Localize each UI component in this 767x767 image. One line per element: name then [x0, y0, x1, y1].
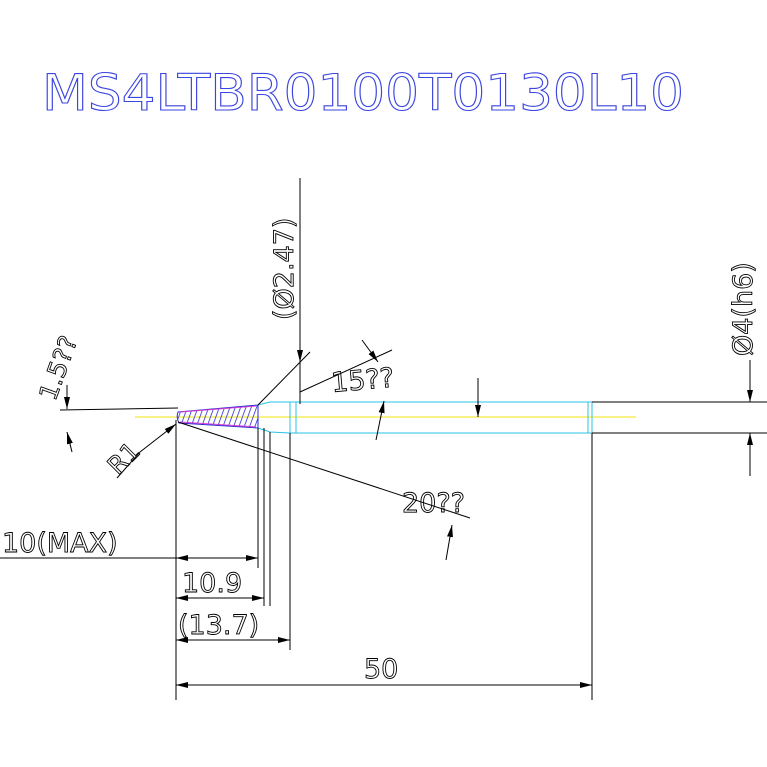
label-relief-angle: 20??: [402, 488, 465, 519]
label-shank-diameter: Ø4(h6): [728, 262, 759, 356]
label-radial-angle: 1.5??: [33, 332, 83, 404]
dimension-lines: [0, 178, 753, 700]
label-relief-length: (13.7): [178, 610, 259, 641]
label-corner-radius: R1: [102, 436, 146, 480]
label-neck-length: 10.9: [182, 568, 242, 599]
shank-outline: [290, 401, 593, 434]
drawing-title: MS4LTBR0100T0130L10: [42, 64, 684, 122]
label-taper-angle: 15??: [330, 363, 395, 399]
label-effective-length: 10(MAX): [2, 528, 118, 559]
dimension-labels: (Ø2.47) Ø4(h6) 1.5?? R1 15?? 20?? 10(MAX…: [2, 217, 760, 685]
tool-body: [135, 401, 767, 434]
label-overall-length: 50: [364, 654, 398, 685]
neck-outline: [257, 401, 290, 406]
label-neck-diameter: (Ø2.47): [269, 218, 300, 320]
